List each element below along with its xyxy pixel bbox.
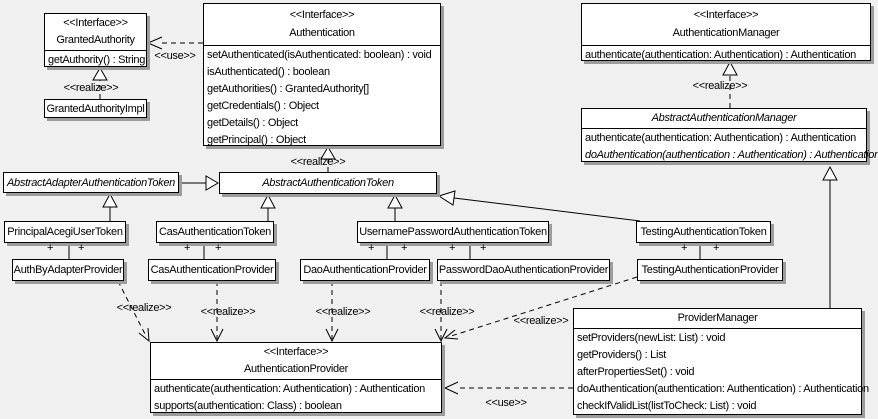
class-cas-authentication-token[interactable]: CasAuthenticationToken bbox=[156, 221, 274, 243]
multiplicity-label: + bbox=[367, 242, 375, 254]
class-provider-manager[interactable]: ProviderManager setProviders(newList: Li… bbox=[573, 308, 869, 415]
realize-label-passworddao: <<realize>> bbox=[419, 306, 475, 318]
class-granted-authority[interactable]: <<Interface>> GrantedAuthority getAuthor… bbox=[44, 13, 147, 67]
stereotype-label: <<Interface>> bbox=[63, 17, 128, 29]
class-name: PrincipalAcegiUserToken bbox=[7, 226, 123, 238]
triangle-generalize-abstractadaptertoken bbox=[102, 192, 118, 208]
realize-arrowhead-passworddao bbox=[434, 328, 448, 343]
generalize-edge-testingauthenticationtoken bbox=[453, 197, 641, 222]
method: afterPropertiesSet() : void bbox=[577, 366, 695, 378]
realize-arrowhead-authbyadapter bbox=[138, 327, 150, 343]
method: authenticate(authentication: Authenticat… bbox=[585, 132, 856, 144]
class-username-password-authentication-token[interactable]: UsernamePasswordAuthenticationToken bbox=[357, 221, 549, 243]
multiplicity-label: + bbox=[479, 242, 487, 254]
class-name: Authentication bbox=[289, 27, 355, 39]
class-name: TestingAuthenticationProvider bbox=[641, 264, 779, 276]
realize-arrowhead-testing bbox=[443, 329, 459, 340]
realize-label-dao: <<realize>> bbox=[315, 306, 371, 318]
multiplicity-label: + bbox=[680, 242, 688, 254]
method: getProviders() : List bbox=[577, 349, 667, 361]
class-name: GrantedAuthorityImpl bbox=[46, 102, 145, 115]
class-name: PasswordDaoAuthenticationProvider bbox=[438, 264, 609, 276]
class-authentication-provider[interactable]: <<Interface>> AuthenticationProvider aut… bbox=[150, 342, 442, 413]
multiplicity-label: + bbox=[448, 242, 456, 254]
class-granted-authority-impl[interactable]: GrantedAuthorityImpl bbox=[44, 99, 147, 118]
triangle-generalize-providermanager bbox=[822, 165, 838, 181]
realize-label-authbyadapter: <<realize>> bbox=[116, 302, 172, 314]
realize-arrowhead-dao bbox=[325, 328, 339, 343]
realize-label-abstractauthenticationtoken: <<realize>> bbox=[290, 156, 346, 168]
triangle-realize-grantedauthority bbox=[92, 67, 108, 81]
class-name: TestingAuthenticationToken bbox=[640, 226, 767, 238]
use-label-providermanager: <<use>> bbox=[485, 397, 527, 409]
class-name: CasAuthenticationProvider bbox=[150, 264, 274, 276]
method: doAuthentication(authentication: Authent… bbox=[577, 383, 869, 395]
method: doAuthentication(authentication : Authen… bbox=[585, 149, 878, 161]
method: checkIfValidList(listToCheck: List) : vo… bbox=[577, 400, 757, 412]
triangle-generalize-abstracttoken-left bbox=[205, 175, 219, 191]
class-name: AbstractAuthenticationManager bbox=[582, 109, 866, 129]
method: authenticate(authentication: Authenticat… bbox=[154, 383, 425, 395]
class-abstract-authentication-token[interactable]: AbstractAuthenticationToken bbox=[219, 172, 437, 194]
class-abstract-authentication-manager[interactable]: AbstractAuthenticationManager authentica… bbox=[581, 108, 878, 162]
stereotype-label: <<Interface>> bbox=[289, 9, 355, 21]
realize-arrowhead-cas bbox=[210, 328, 224, 343]
class-name: AuthenticationProvider bbox=[243, 363, 349, 375]
class-name: CasAuthenticationToken bbox=[158, 226, 272, 238]
class-cas-authentication-provider[interactable]: CasAuthenticationProvider bbox=[148, 259, 276, 281]
realize-label-cas: <<realize>> bbox=[200, 306, 256, 318]
method: supports(authentication: Class) : boolea… bbox=[154, 400, 342, 412]
triangle-generalize-testingtoken bbox=[437, 190, 456, 206]
class-name: AuthByAdapterProvider bbox=[13, 264, 123, 276]
use-arrowhead-authenticationprovider bbox=[443, 381, 459, 395]
method: setAuthenticated(isAuthenticated: boolea… bbox=[207, 49, 432, 61]
multiplicity-label: + bbox=[712, 242, 720, 254]
class-name: GrantedAuthority bbox=[56, 34, 135, 46]
method: getAuthorities() : GrantedAuthority[] bbox=[207, 83, 369, 95]
use-label-grantedauthority: <<use>> bbox=[154, 50, 196, 62]
triangle-generalize-cas bbox=[260, 193, 276, 209]
multiplicity-label: + bbox=[46, 242, 54, 254]
method: getAuthority() : String bbox=[48, 54, 146, 66]
triangle-generalize-usernamepassword bbox=[387, 193, 403, 209]
class-name: ProviderManager bbox=[574, 309, 861, 329]
method: isAuthenticated() : boolean bbox=[207, 66, 330, 78]
multiplicity-label: + bbox=[400, 242, 408, 254]
class-testing-authentication-token[interactable]: TestingAuthenticationToken bbox=[636, 221, 771, 243]
class-auth-by-adapter-provider[interactable]: AuthByAdapterProvider bbox=[12, 259, 124, 281]
class-principal-acegi-user-token[interactable]: PrincipalAcegiUserToken bbox=[4, 221, 126, 243]
multiplicity-label: + bbox=[77, 242, 85, 254]
multiplicity-label: + bbox=[183, 242, 191, 254]
method: getPrincipal() : Object bbox=[207, 134, 306, 146]
stereotype-label: <<Interface>> bbox=[263, 346, 329, 358]
class-abstract-adapter-authentication-token[interactable]: AbstractAdapterAuthenticationToken bbox=[3, 172, 179, 193]
realize-label-testing: <<realize>> bbox=[513, 315, 569, 327]
realize-label-abstractauthenticationmanager: <<realize>> bbox=[692, 80, 748, 92]
method: setProviders(newList: List) : void bbox=[577, 332, 726, 344]
class-authentication-manager[interactable]: <<Interface>> AuthenticationManager auth… bbox=[581, 3, 871, 61]
class-password-dao-authentication-provider[interactable]: PasswordDaoAuthenticationProvider bbox=[437, 259, 610, 281]
multiplicity-label: + bbox=[214, 242, 222, 254]
method: authenticate(authentication: Authenticat… bbox=[585, 49, 856, 61]
method: getDetails() : Object bbox=[207, 117, 298, 129]
class-name: AbstractAdapterAuthenticationToken bbox=[7, 176, 175, 189]
class-dao-authentication-provider[interactable]: DaoAuthenticationProvider bbox=[300, 259, 430, 281]
stereotype-label: <<Interface>> bbox=[693, 9, 759, 21]
class-authentication[interactable]: <<Interface>> Authentication setAuthenti… bbox=[203, 3, 441, 146]
class-name: AbstractAuthenticationToken bbox=[262, 177, 394, 189]
class-name: AuthenticationManager bbox=[672, 27, 780, 39]
class-testing-authentication-provider[interactable]: TestingAuthenticationProvider bbox=[637, 259, 783, 281]
class-name: UsernamePasswordAuthenticationToken bbox=[359, 226, 547, 238]
realize-label-grantedauthorityimpl: <<realize>> bbox=[63, 82, 119, 94]
method: getCredentials() : Object bbox=[207, 100, 319, 112]
use-arrowhead-grantedauthority bbox=[146, 36, 163, 50]
class-name: DaoAuthenticationProvider bbox=[303, 264, 427, 276]
